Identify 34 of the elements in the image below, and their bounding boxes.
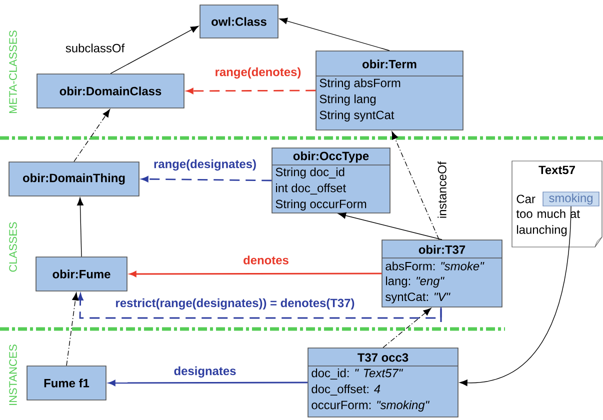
- arrow: [142, 176, 272, 182]
- arrow: [108, 380, 308, 386]
- edge-label: designates: [172, 365, 238, 379]
- edge-label: range(designates): [152, 158, 258, 172]
- section-label: INSTANCES: [9, 344, 17, 405]
- class-box: obir:DomainThing: [8, 162, 140, 196]
- section-label: CLASSES: [9, 222, 17, 272]
- edge-label: subclassOf: [64, 42, 126, 54]
- arrow: [110, 26, 199, 74]
- class-box: Fume f1: [26, 366, 106, 400]
- arrow: [382, 308, 432, 348]
- class-box: obir:DomainClass: [36, 74, 184, 108]
- edge-label: instanceOf: [436, 160, 448, 220]
- edge-label: range(denotes): [214, 66, 302, 80]
- arrow: [77, 197, 84, 257]
- class-box: obir:Fume: [36, 256, 128, 292]
- class-box: T37 occ3 doc_id: " Text57" doc_offset: 4 occurForm: "smoking": [308, 348, 458, 418]
- arrow: [392, 131, 440, 240]
- highlighted-word: smoking: [542, 192, 600, 206]
- arrow: [66, 292, 79, 366]
- arrow: [77, 294, 442, 319]
- edge-label: restrict(range(designates)) = denotes(T37): [114, 297, 356, 311]
- section-label: META-CLASSES: [9, 30, 17, 114]
- arrow: [338, 212, 442, 240]
- arrow: [74, 109, 110, 162]
- class-box: obir:T37 absForm: "smoke" lang: "eng" syntCat: "V": [382, 240, 502, 308]
- class-box: owl:Class: [200, 4, 278, 38]
- class-box: obir:Term String absForm String lang String syntCat: [316, 50, 464, 130]
- edge-label: denotes: [242, 254, 290, 266]
- arrow: [279, 18, 390, 51]
- arrow: [130, 271, 382, 277]
- arrow: [186, 88, 316, 94]
- arrow: [459, 206, 572, 386]
- class-box: obir:OccType String doc_id int doc_offset String occurForm: [272, 148, 390, 214]
